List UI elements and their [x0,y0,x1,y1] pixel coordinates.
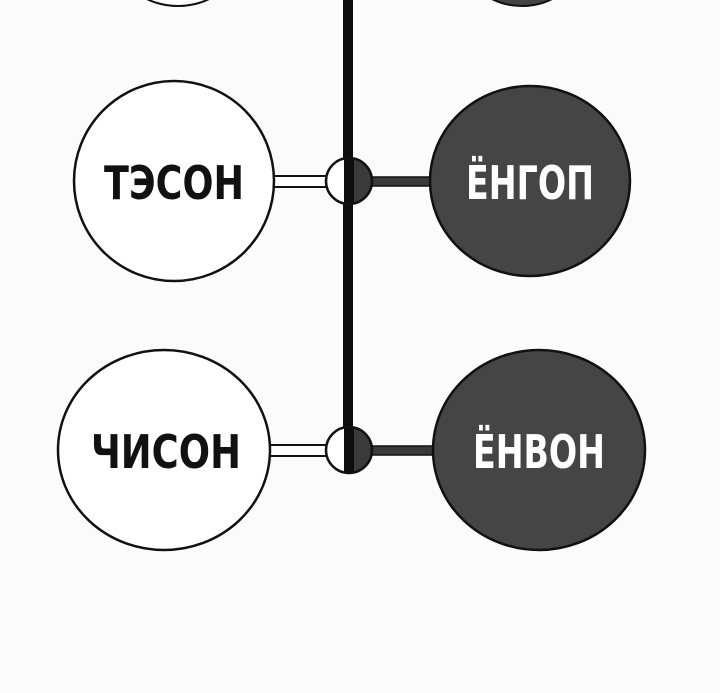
junction-node-1 [324,156,374,206]
vertical-spine-line [343,0,353,440]
right-node-1 [428,84,632,278]
left-node-2-label: ЧИСОН [91,425,241,479]
left-node-1-label: ТЭСОН [104,156,244,210]
junction-node-2 [324,425,374,475]
top-left-node-partial [146,0,210,7]
pair-row-1: ТЭСОН ЁНГОП [72,79,632,283]
pair-row-2: ЧИСОН ЁНВОН [56,348,647,552]
top-right-node-partial [491,0,553,7]
left-connector-1 [270,175,330,188]
right-node-2 [431,348,647,552]
left-node-1 [72,79,276,283]
left-connector-2 [264,444,328,457]
right-node-1-label: ЁНГОП [466,156,594,210]
right-connector-2 [370,445,438,456]
right-node-2-label: ЁНВОН [473,425,605,479]
left-node-2 [56,348,272,552]
right-connector-1 [370,176,434,187]
